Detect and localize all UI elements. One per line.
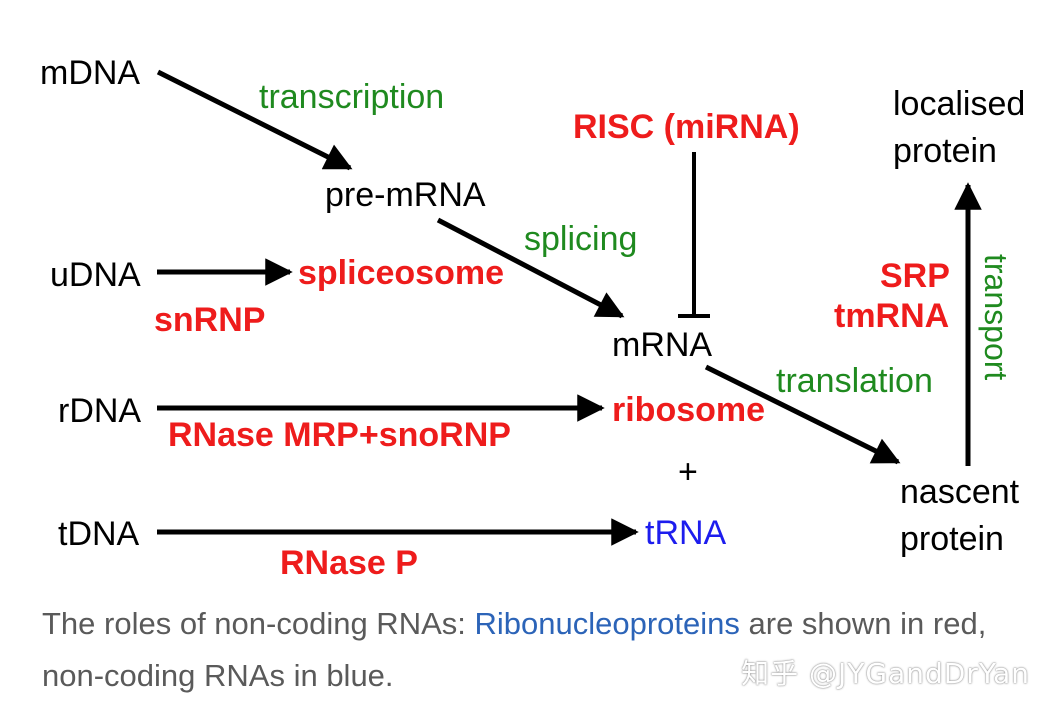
- label-srp: SRP: [880, 257, 950, 295]
- label-splicing: splicing: [524, 220, 638, 258]
- figure-caption: The roles of non-coding RNAs: Ribonucleo…: [42, 598, 1022, 702]
- node-mdna: mDNA: [40, 54, 141, 92]
- diagram-arrows: [156, 69, 982, 546]
- label-ribosome: ribosome: [612, 391, 766, 429]
- label-transport: transport: [978, 254, 1014, 381]
- label-rnase-p: RNase P: [280, 544, 418, 582]
- arrow-mrna-to-nascent-protein: [704, 364, 901, 465]
- node-localised-protein-line1: localised: [893, 85, 1026, 123]
- zhihu-watermark: 知乎 @JYGandDrYan: [741, 657, 1030, 690]
- label-plus: +: [678, 453, 698, 491]
- label-translation: translation: [776, 362, 933, 400]
- caption-suffix: are shown in red, non-coding RNAs in blu…: [42, 606, 987, 693]
- node-nascent-protein-line2: protein: [900, 520, 1004, 558]
- label-rnase-mrp-snornp: RNase MRP+snoRNP: [168, 416, 511, 454]
- label-spliceosome: spliceosome: [298, 254, 504, 292]
- node-nascent-protein-line1: nascent: [900, 473, 1020, 511]
- label-risc-mirna: RISC (miRNA): [573, 108, 800, 146]
- node-udna: uDNA: [50, 256, 141, 294]
- ncrna-roles-diagram: mDNA transcription pre-mRNA splicing RIS…: [40, 54, 1026, 582]
- ribonucleoproteins-link[interactable]: Ribonucleoproteins: [474, 606, 740, 641]
- node-tdna: tDNA: [58, 515, 140, 553]
- node-mrna: mRNA: [612, 326, 713, 364]
- label-snrnp: snRNP: [154, 301, 266, 339]
- node-trna: tRNA: [645, 514, 727, 552]
- label-transcription: transcription: [259, 78, 445, 116]
- label-tmrna: tmRNA: [834, 297, 950, 335]
- node-rdna: rDNA: [58, 392, 142, 430]
- arrow-mdna-to-pre-mrna: [156, 69, 353, 171]
- node-localised-protein-line2: protein: [893, 132, 997, 170]
- arrow-pre-mrna-to-mrna: [436, 217, 625, 319]
- node-pre-mrna: pre-mRNA: [325, 176, 486, 214]
- caption-prefix: The roles of non-coding RNAs:: [42, 606, 475, 641]
